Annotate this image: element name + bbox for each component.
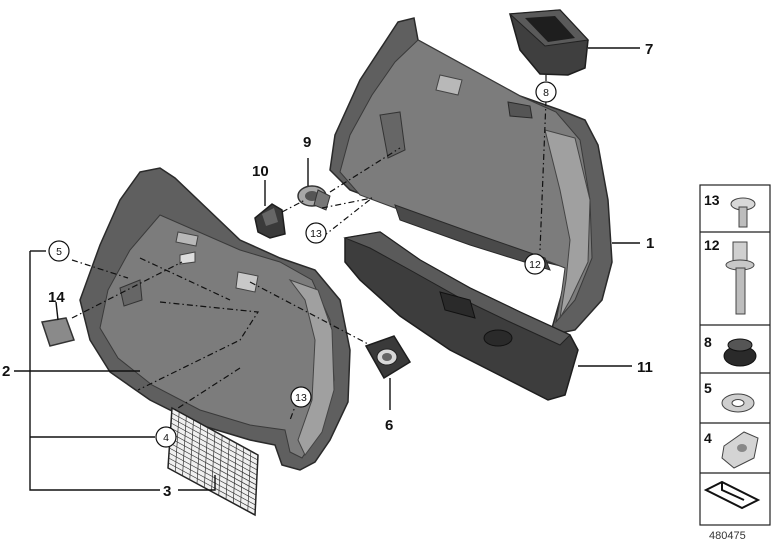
svg-text:12: 12: [529, 259, 541, 271]
side-section-floor-part: [343, 231, 579, 401]
callout-6: 6: [385, 417, 393, 434]
clip-washer-icon: [721, 393, 755, 413]
left-trunk-trim-panel: [79, 167, 351, 471]
callout-9: 9: [303, 134, 311, 151]
callout-14: 14: [48, 289, 65, 306]
circled-callout-13-lower: 13: [290, 386, 312, 408]
circled-callout-5: 5: [48, 240, 70, 262]
bracket-profile-icon: [703, 480, 761, 510]
svg-text:8: 8: [543, 87, 549, 99]
spring-nut-icon: [721, 431, 759, 469]
luggage-net: [167, 406, 259, 517]
plug-icon: [723, 338, 757, 367]
legend-label-5: 5: [704, 380, 712, 396]
leader-lines: [14, 47, 640, 491]
circled-callout-4: 4: [155, 426, 177, 448]
small-parts-legend: 13 12 8 5 4: [699, 184, 771, 526]
svg-text:13: 13: [310, 228, 322, 240]
callout-2: 2: [2, 363, 10, 380]
trim-hook: [297, 185, 331, 211]
callout-7: 7: [645, 41, 653, 58]
circled-callouts: 5 4 8 12 13 13: [48, 81, 557, 448]
expanding-rivet-icon: [725, 241, 755, 315]
cover-cap: [254, 203, 286, 239]
callout-labels: 1 2 3 6 7 9 10 11 14: [2, 41, 654, 500]
legend-label-4: 4: [704, 430, 712, 446]
assembly-lines: [71, 75, 547, 421]
circled-callout-8: 8: [535, 81, 557, 103]
circled-callout-12: 12: [524, 253, 546, 275]
small-cover: [41, 317, 75, 347]
legend-label-13: 13: [704, 192, 720, 208]
svg-text:13: 13: [295, 392, 307, 404]
callout-1: 1: [646, 235, 654, 252]
socket-cover: [364, 335, 412, 380]
circled-callout-13-upper: 13: [305, 222, 327, 244]
reference-number: 480475: [709, 530, 746, 542]
svg-text:5: 5: [56, 246, 62, 258]
storage-compartment: [508, 9, 590, 76]
screw-icon: [730, 197, 756, 228]
callout-10: 10: [252, 163, 269, 180]
callout-11: 11: [637, 359, 653, 376]
legend-label-12: 12: [704, 237, 720, 253]
callout-3: 3: [163, 483, 171, 500]
legend-label-8: 8: [704, 334, 712, 350]
svg-text:4: 4: [163, 432, 169, 444]
